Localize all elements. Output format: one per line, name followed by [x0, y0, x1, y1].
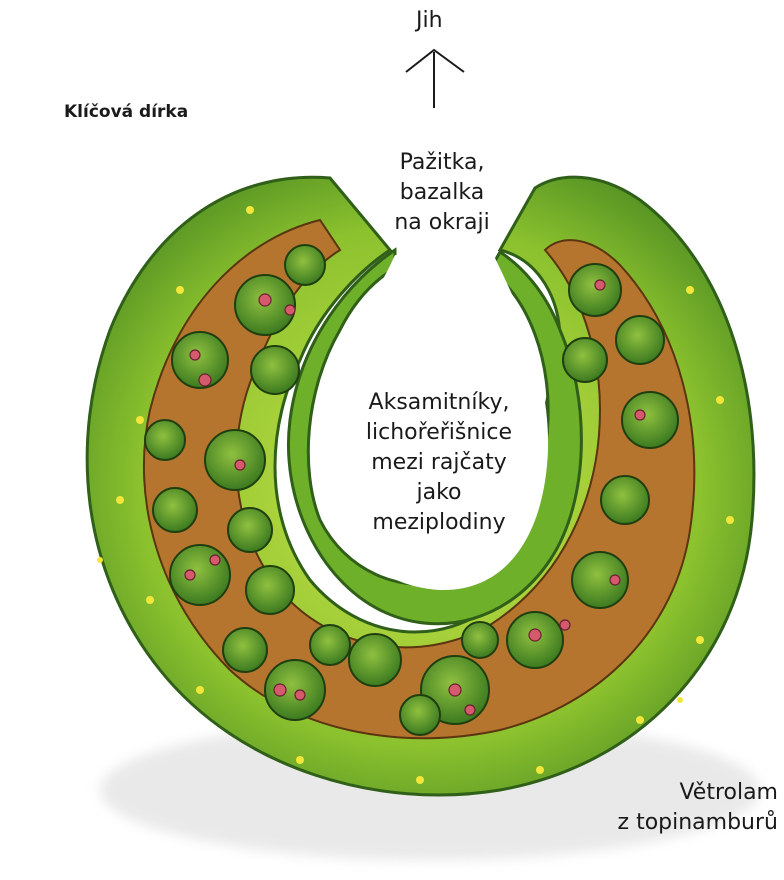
- intercrop-label-line: mezi rajčaty: [334, 448, 544, 478]
- windbreak-label: Větrolam z topinamburů: [618, 778, 778, 838]
- herbs-label: Pažitka, bazalka na okraji: [372, 148, 512, 238]
- arrow-up-icon: [406, 50, 464, 108]
- herbs-label-line: na okraji: [372, 208, 512, 238]
- intercrop-label: Aksamitníky, lichořeřišnice mezi rajčaty…: [334, 388, 544, 538]
- intercrop-label-line: Aksamitníky,: [334, 388, 544, 418]
- herbs-label-line: Pažitka,: [372, 148, 512, 178]
- intercrop-label-line: lichořeřišnice: [334, 418, 544, 448]
- intercrop-label-line: meziplodiny: [334, 508, 544, 538]
- intercrop-label-line: jako: [334, 478, 544, 508]
- direction-label: Jih: [416, 8, 443, 33]
- diagram-title: Klíčová dírka: [64, 102, 188, 122]
- windbreak-label-line: Větrolam: [618, 778, 778, 808]
- windbreak-label-line: z topinamburů: [618, 808, 778, 838]
- herbs-label-line: bazalka: [372, 178, 512, 208]
